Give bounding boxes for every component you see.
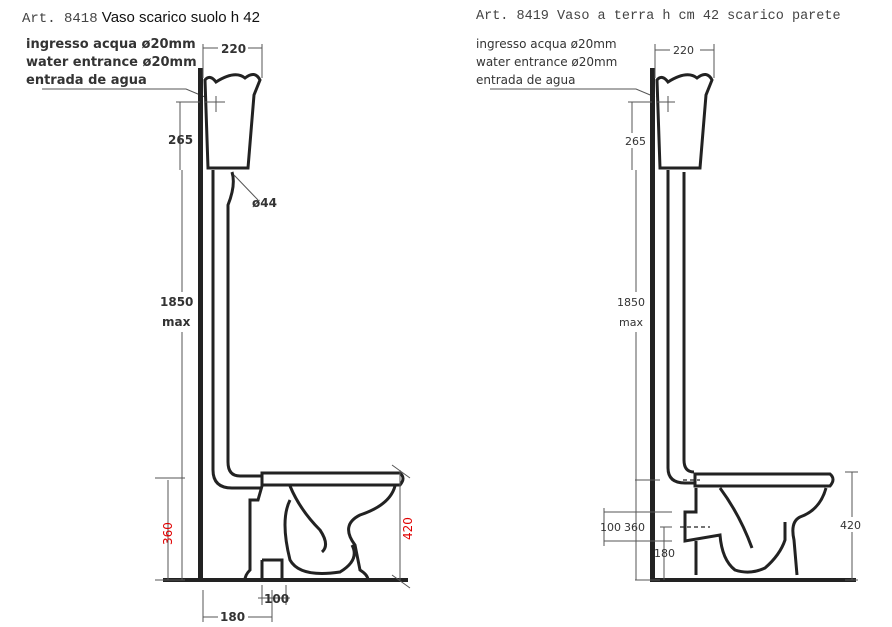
left-wall <box>198 68 203 582</box>
left-drawing: ingresso acqua ø20mm water entrance ø20m… <box>26 37 415 624</box>
right-dim-100-line <box>603 508 672 546</box>
left-trap <box>283 499 356 575</box>
right-dim-tank-width: 220 <box>673 44 694 57</box>
right-drawing: ingresso acqua ø20mm water entrance ø20m… <box>476 37 864 582</box>
left-dim-tank-height: 265 <box>168 133 193 147</box>
left-title-text: Vaso scarico suolo h 42 <box>101 9 260 26</box>
right-bowl-base <box>694 487 828 576</box>
left-dim-100-line <box>258 585 290 605</box>
left-inlet-mark <box>205 96 225 112</box>
right-flush-pipe-inner <box>682 172 695 474</box>
right-inlet-label-en: water entrance ø20mm <box>476 55 617 69</box>
right-dim-drain-center: 180 <box>654 547 675 560</box>
right-art-code: Art. 8419 <box>476 9 549 24</box>
left-dim-420-line <box>391 464 411 589</box>
left-dim-360-line <box>155 477 185 581</box>
left-art-code: Art. 8418 <box>22 11 98 27</box>
right-dim-drain-height: 100 <box>600 521 621 534</box>
right-flush-pipe-outer <box>666 170 696 485</box>
left-dim-total-height-suffix: max <box>162 315 191 329</box>
left-flush-pipe-inner <box>226 171 262 478</box>
right-inlet-label-es: entrada de agua <box>476 73 576 87</box>
right-wall <box>650 68 655 582</box>
right-inlet-mark <box>657 96 675 112</box>
right-title: Art. 8419 Vaso a terra h cm 42 scarico p… <box>476 9 841 24</box>
right-seat <box>693 472 835 488</box>
left-dim-tank-width: 220 <box>221 42 246 56</box>
right-dim-total-height: 1850 <box>617 296 645 309</box>
right-dim-total-height-suffix: max <box>619 316 643 329</box>
left-dim-pipe-diameter: ø44 <box>252 196 277 210</box>
right-dim-360-line <box>635 479 660 581</box>
left-inlet-label-it: ingresso acqua ø20mm <box>26 37 196 52</box>
left-cistern <box>203 73 262 170</box>
left-inlet-label-es: entrada de agua <box>26 73 147 88</box>
left-inlet-leader <box>42 88 206 98</box>
left-outlet <box>260 558 284 580</box>
left-dim-seat-inner: 360 <box>161 522 175 545</box>
left-dim-drain-offset: 180 <box>220 610 245 624</box>
left-seat <box>260 471 405 487</box>
right-bowl <box>683 487 787 574</box>
right-dim-tank-height: 265 <box>625 135 646 148</box>
right-cistern <box>655 73 714 170</box>
left-bowl <box>243 485 397 581</box>
right-inlet-leader <box>490 88 656 98</box>
left-inlet-label-en: water entrance ø20mm <box>26 55 197 70</box>
right-dim-seat-height: 420 <box>840 519 861 532</box>
left-dim-drain-width: 100 <box>264 592 289 606</box>
right-title-text: Vaso a terra h cm 42 scarico parete <box>557 9 841 24</box>
left-flush-pipe-outer <box>211 170 262 490</box>
left-title: Art. 8418 Vaso scarico suolo h 42 <box>22 9 260 27</box>
left-dim-265-line <box>176 101 200 170</box>
right-dim-180-line <box>660 526 672 580</box>
left-dim-seat-height: 420 <box>401 517 415 540</box>
right-dim-seat-inner: 360 <box>624 521 645 534</box>
left-dim-total-height: 1850 <box>160 295 193 309</box>
right-inlet-label-it: ingresso acqua ø20mm <box>476 37 617 51</box>
